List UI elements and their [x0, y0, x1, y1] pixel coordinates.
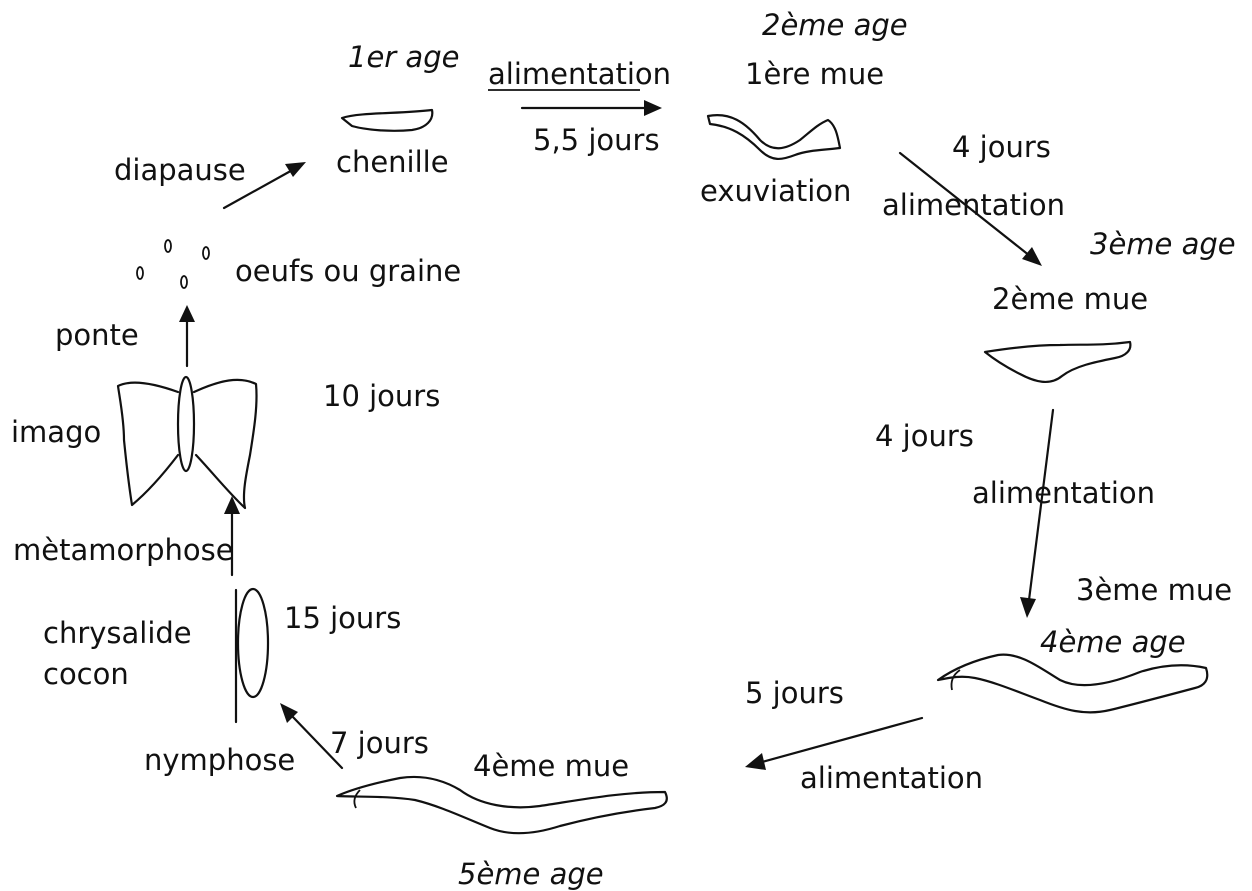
label-duration-10: 10 jours [323, 379, 440, 413]
label-alimentation-1: alimentation [488, 57, 671, 91]
arrow-nymphose [290, 714, 344, 770]
label-alimentation-3: alimentation [972, 476, 1155, 510]
label-mue2: 2ème mue [992, 282, 1148, 316]
label-diapause: diapause [114, 153, 246, 187]
arrow-diapause [222, 166, 298, 210]
label-metamorphose: mètamorphose [13, 533, 234, 567]
label-oeufs: oeufs ou graine [235, 254, 461, 288]
label-age4: 4ème age [1040, 625, 1186, 659]
label-duration-7: 7 jours [330, 726, 429, 760]
label-chrysalide: chrysalide [43, 616, 192, 650]
caterpillar-1er-age [340, 108, 434, 132]
label-age5: 5ème age [458, 857, 604, 891]
label-duration-4a: 4 jours [952, 130, 1051, 164]
arrow-age3-to-age4 [1027, 408, 1055, 602]
label-alimentation-2: alimentation [882, 188, 1065, 222]
label-age2: 2ème age [762, 8, 908, 42]
label-nymphose: nymphose [144, 743, 295, 777]
label-duration-5: 5 jours [745, 676, 844, 710]
caterpillar-4eme-age [936, 653, 1209, 714]
label-ponte: ponte [55, 318, 139, 352]
label-duration-5-5: 5,5 jours [533, 123, 660, 157]
egg-2 [164, 239, 172, 253]
label-duration-15: 15 jours [284, 601, 401, 635]
egg-1 [136, 266, 144, 280]
butterfly-body [176, 375, 196, 473]
label-exuviation: exuviation [700, 174, 851, 208]
label-imago: imago [11, 415, 101, 449]
egg-4 [202, 246, 210, 260]
cocoon-chrysalis [236, 587, 270, 699]
label-alimentation-4: alimentation [800, 761, 983, 795]
label-cocon: cocon [43, 657, 129, 691]
egg-3 [180, 275, 188, 289]
label-age3: 3ème age [1090, 227, 1236, 261]
label-chenille: chenille [336, 145, 449, 179]
arrow-age2-to-age3 [898, 151, 1032, 258]
caterpillar-5eme-age [335, 775, 668, 835]
label-age1: 1er age [348, 40, 459, 74]
caterpillar-3eme-age [983, 340, 1132, 383]
label-mue3: 3ème mue [1076, 573, 1232, 607]
label-mue4: 4ème mue [473, 749, 629, 783]
caterpillar-2eme-age [706, 114, 842, 160]
butterfly-wings [116, 381, 180, 507]
arrow-age4-to-age5 [760, 716, 924, 764]
label-mue1: 1ère mue [745, 57, 884, 91]
label-duration-4b: 4 jours [875, 419, 974, 453]
